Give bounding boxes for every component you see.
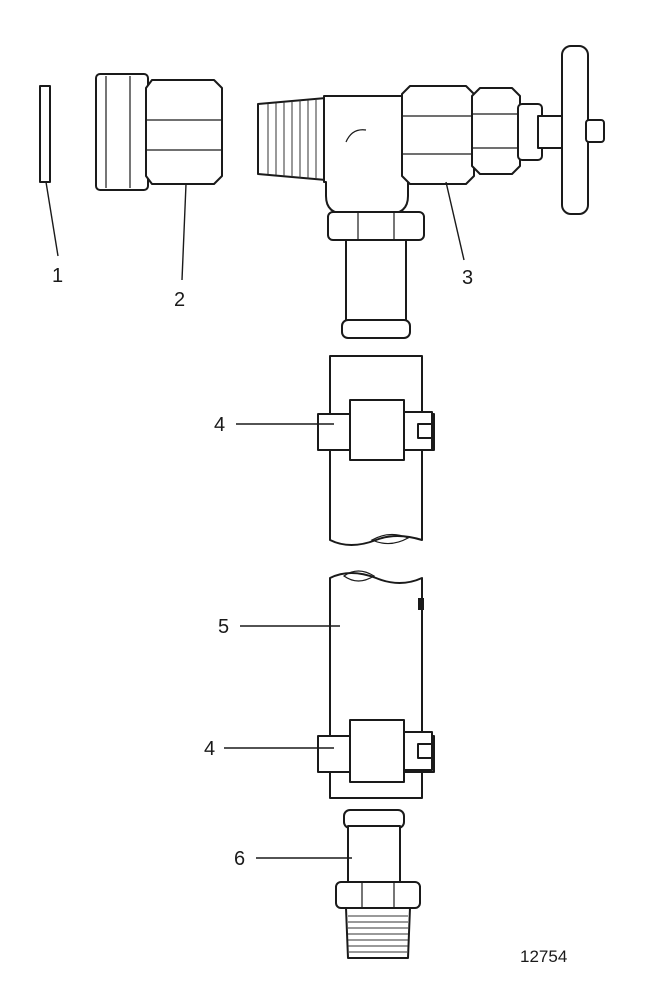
part-3-valve-tee bbox=[257, 45, 605, 339]
callout-6: 6 bbox=[234, 848, 245, 870]
part-6-barb-fitting bbox=[335, 809, 421, 959]
leader-lines bbox=[45, 181, 465, 859]
part-2-compression-nut bbox=[95, 73, 223, 191]
leader-1 bbox=[45, 181, 59, 257]
callout-1: 1 bbox=[52, 265, 63, 287]
part-4-upper-hose-clamp bbox=[317, 399, 435, 461]
callout-3: 3 bbox=[462, 267, 473, 289]
callout-4-lower: 4 bbox=[204, 738, 215, 760]
callout-5: 5 bbox=[218, 616, 229, 638]
part-4-lower-hose-clamp bbox=[317, 719, 435, 783]
part-1-washer bbox=[39, 85, 51, 183]
callout-2: 2 bbox=[174, 289, 185, 311]
callout-4-upper: 4 bbox=[214, 414, 225, 436]
leader-2 bbox=[181, 183, 187, 281]
figure-number: 12754 bbox=[520, 947, 567, 966]
leader-3 bbox=[445, 181, 465, 261]
